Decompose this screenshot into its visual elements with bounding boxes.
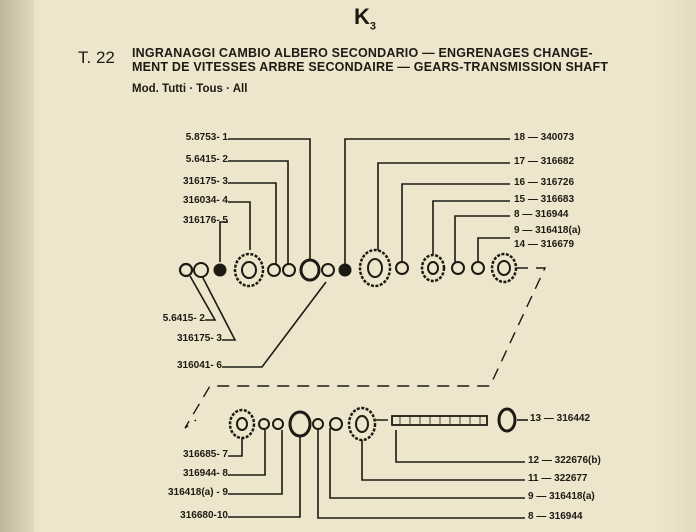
- part-label: 18 — 340073: [514, 132, 575, 143]
- part-label: 8 — 316944: [528, 511, 583, 522]
- part-label: 316034- 4: [182, 195, 228, 206]
- part-label: 13 — 316442: [530, 413, 591, 424]
- part-label: 17 — 316682: [514, 156, 575, 167]
- model-line: Mod. Tutti · Tous · All: [132, 83, 248, 95]
- table-number: T. 22: [78, 48, 115, 67]
- part-label: 14 — 316679: [514, 239, 575, 250]
- part-label: 316041- 6: [176, 360, 222, 371]
- part-label: 16 — 316726: [514, 177, 575, 188]
- part-label: 316944- 8: [182, 468, 228, 479]
- part-label: 5.6415- 2: [162, 313, 205, 324]
- part-label: 316680-10: [180, 510, 228, 521]
- page-title: INGRANAGGI CAMBIO ALBERO SECONDARIO — EN…: [132, 46, 609, 74]
- part-label: 11 — 322677: [528, 473, 588, 484]
- part-label: 316685- 7: [182, 449, 228, 460]
- part-label: 15 — 316683: [514, 194, 575, 205]
- part-label: 316176- 5: [182, 215, 228, 226]
- part-label: 5.6415- 2: [185, 154, 228, 165]
- part-label: 9 — 316418(a): [528, 491, 595, 502]
- part-label: 12 — 322676(b): [528, 455, 601, 466]
- part-label: 9 — 316418(a): [514, 225, 581, 236]
- part-label: 316418(a) - 9: [167, 487, 228, 498]
- part-label: 316175- 3: [182, 176, 228, 187]
- part-label: 8 — 316944: [514, 209, 569, 220]
- part-label: 5.8753- 1: [185, 132, 228, 143]
- page-code: K3: [354, 4, 377, 33]
- part-label: 316175- 3: [176, 333, 222, 344]
- page-edge-shadow: [0, 0, 34, 532]
